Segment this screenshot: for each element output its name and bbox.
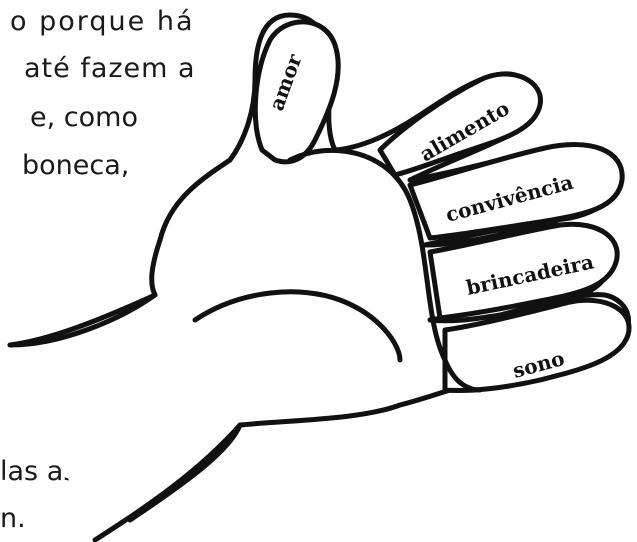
arm-line — [7, 292, 158, 348]
text-line-6: n. — [0, 503, 26, 534]
text-line-2: até fazem a — [24, 53, 196, 84]
thumb-base-line — [192, 289, 403, 363]
palm-bulge-line — [287, 147, 483, 393]
index-finger-shape — [377, 71, 543, 178]
text-line-3: e, como — [30, 102, 138, 133]
thumb-shape — [252, 19, 341, 165]
middle-finger-shape — [407, 142, 625, 241]
text-line-4: boneca, — [22, 150, 130, 181]
wrist-line — [127, 422, 243, 523]
pinky-shape — [442, 297, 632, 393]
text-line-1: o porque há — [10, 6, 195, 37]
ring-finger-shape — [427, 221, 620, 321]
